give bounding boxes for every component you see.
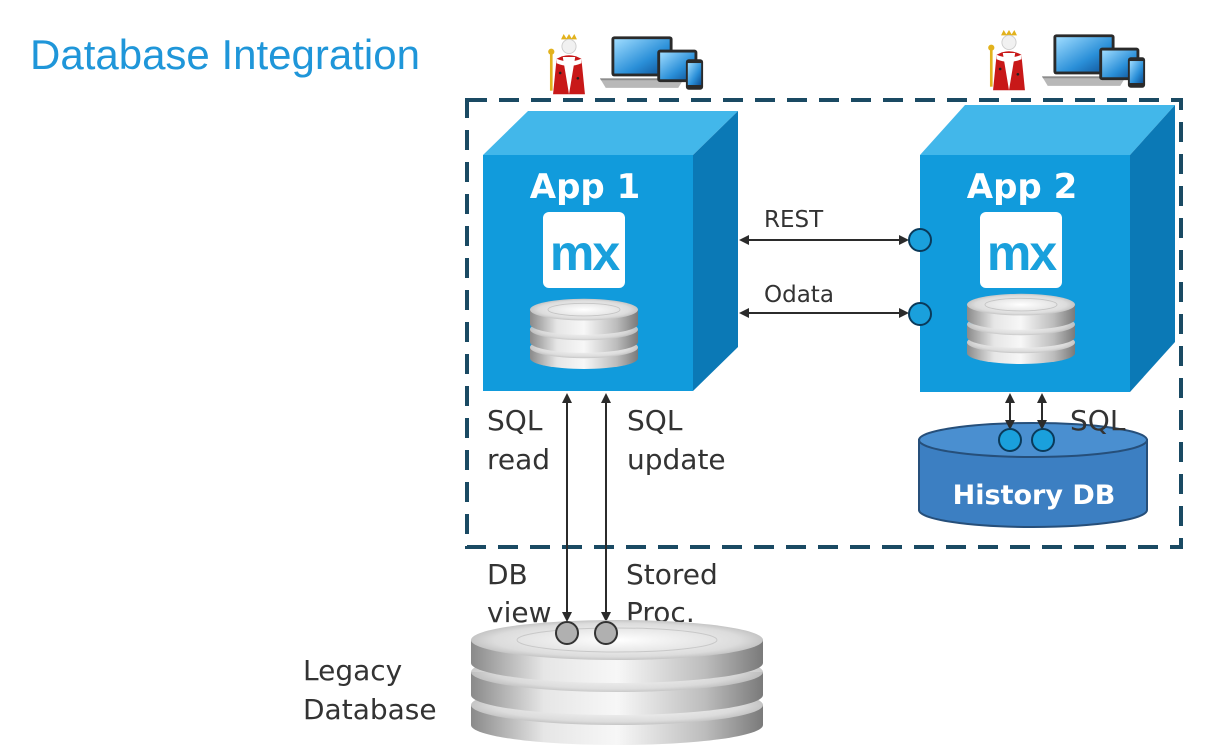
sql-read-label: read (487, 443, 550, 476)
legacy-database (471, 620, 763, 745)
connector-icon (998, 428, 1022, 452)
sql-update-label: SQL (627, 404, 683, 437)
app-1-box: App 1 mx (483, 111, 738, 391)
system-boundary (465, 98, 1183, 549)
odata-label: Odata (764, 282, 834, 308)
db-view-label: DB (487, 558, 528, 591)
stored-proc-label: Stored (626, 558, 718, 591)
devices-icon (1042, 34, 1146, 88)
connector-icon (594, 621, 618, 645)
database-icon (966, 293, 1076, 365)
mx-logo (980, 212, 1062, 288)
sql-history-label: SQL (1070, 404, 1126, 437)
king-user-icon (546, 32, 587, 96)
mx-logo-text: mx (550, 225, 620, 281)
history-db-label: History DB (953, 480, 1116, 511)
king-user-icon (986, 28, 1027, 92)
connector-icon (555, 621, 579, 645)
app-1-title: App 1 (530, 167, 640, 207)
devices-icon (600, 36, 704, 90)
mx-logo (543, 212, 625, 288)
legacy-database-label: Database (303, 693, 437, 726)
connector-icon (908, 228, 932, 252)
mx-logo-text: mx (987, 225, 1057, 281)
sql-update-label: update (627, 443, 726, 476)
sql-read-label: SQL (487, 404, 543, 437)
rest-label: REST (764, 207, 824, 233)
app-2-box: App 2 mx (920, 105, 1175, 392)
database-icon (529, 298, 639, 370)
legacy-database-label: Legacy (303, 654, 402, 687)
connector-icon (908, 302, 932, 326)
connector-icon (1031, 428, 1055, 452)
app-2-title: App 2 (967, 167, 1077, 207)
history-db: History DB (918, 422, 1148, 528)
slide-title: Database Integration (30, 31, 420, 78)
